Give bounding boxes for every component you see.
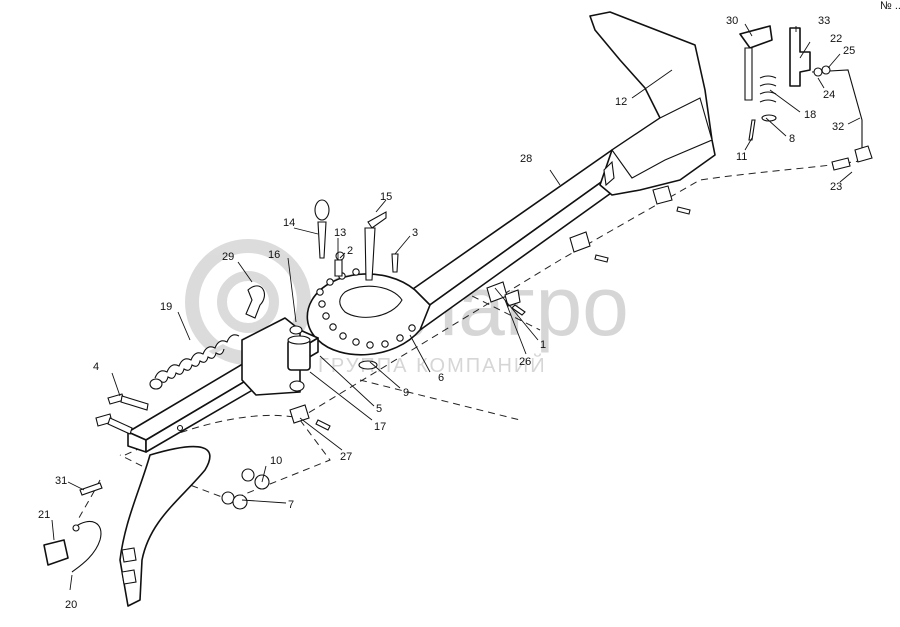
callout-11: 11 <box>736 151 747 163</box>
callout-5: 5 <box>376 403 382 415</box>
callout-24: 24 <box>823 89 835 101</box>
clip-part-29 <box>245 285 265 319</box>
callout-8: 8 <box>789 133 795 145</box>
callout-7: 7 <box>288 499 294 511</box>
callout-4: 4 <box>93 361 99 373</box>
watermark-tagline: ГРУППА КОМПАНИЙ <box>318 353 547 377</box>
callout-20: 20 <box>65 599 77 611</box>
callout-21: 21 <box>38 509 50 521</box>
callout-6: 6 <box>438 372 444 384</box>
callout-26: 26 <box>519 356 531 368</box>
leader-lines <box>51 23 861 591</box>
swivel-plate-part-6 <box>306 268 431 370</box>
pin-part-14 <box>314 199 330 259</box>
callout-2: 2 <box>347 245 353 257</box>
callout-16: 16 <box>268 249 280 261</box>
callout-27: 27 <box>340 451 352 463</box>
valve-parts-30-33 <box>739 25 873 171</box>
callout-13: 13 <box>334 227 346 239</box>
callout-25: 25 <box>843 45 855 57</box>
pin-part-15 <box>364 211 387 281</box>
callout-12: 12 <box>615 96 627 108</box>
washers-nuts-7-10 <box>221 468 270 510</box>
callout-23: 23 <box>830 181 842 193</box>
bushing-part-16 <box>287 325 311 392</box>
callout-1: 1 <box>540 339 546 351</box>
callout-19: 19 <box>160 301 172 313</box>
callout-17: 17 <box>374 421 386 433</box>
hose-coupling-20-21 <box>43 482 103 573</box>
callout-18: 18 <box>804 109 816 121</box>
bolt-part-3 <box>391 253 399 273</box>
spring-part-19 <box>149 334 240 390</box>
callout-15: 15 <box>380 191 392 203</box>
callout-30: 30 <box>726 15 738 27</box>
callout-29: 29 <box>222 251 234 263</box>
callout-33: 33 <box>818 15 830 27</box>
bolts <box>95 206 691 435</box>
callout-14: 14 <box>283 217 295 229</box>
callout-3: 3 <box>412 227 418 239</box>
callout-9: 9 <box>403 387 409 399</box>
hitch-leg <box>119 445 211 607</box>
callout-31: 31 <box>55 475 67 487</box>
callout-32: 32 <box>832 121 844 133</box>
corner-mark: № ... <box>880 0 900 12</box>
callout-labels: 1 2 3 4 5 6 7 8 9 10 11 12 13 14 15 16 1… <box>38 15 855 611</box>
pin-part-13 <box>334 259 343 277</box>
callout-22: 22 <box>830 33 842 45</box>
lower-arm-part-27 <box>127 317 319 453</box>
callout-10: 10 <box>270 455 282 467</box>
nut-part-2 <box>335 251 345 261</box>
callout-28: 28 <box>520 153 532 165</box>
